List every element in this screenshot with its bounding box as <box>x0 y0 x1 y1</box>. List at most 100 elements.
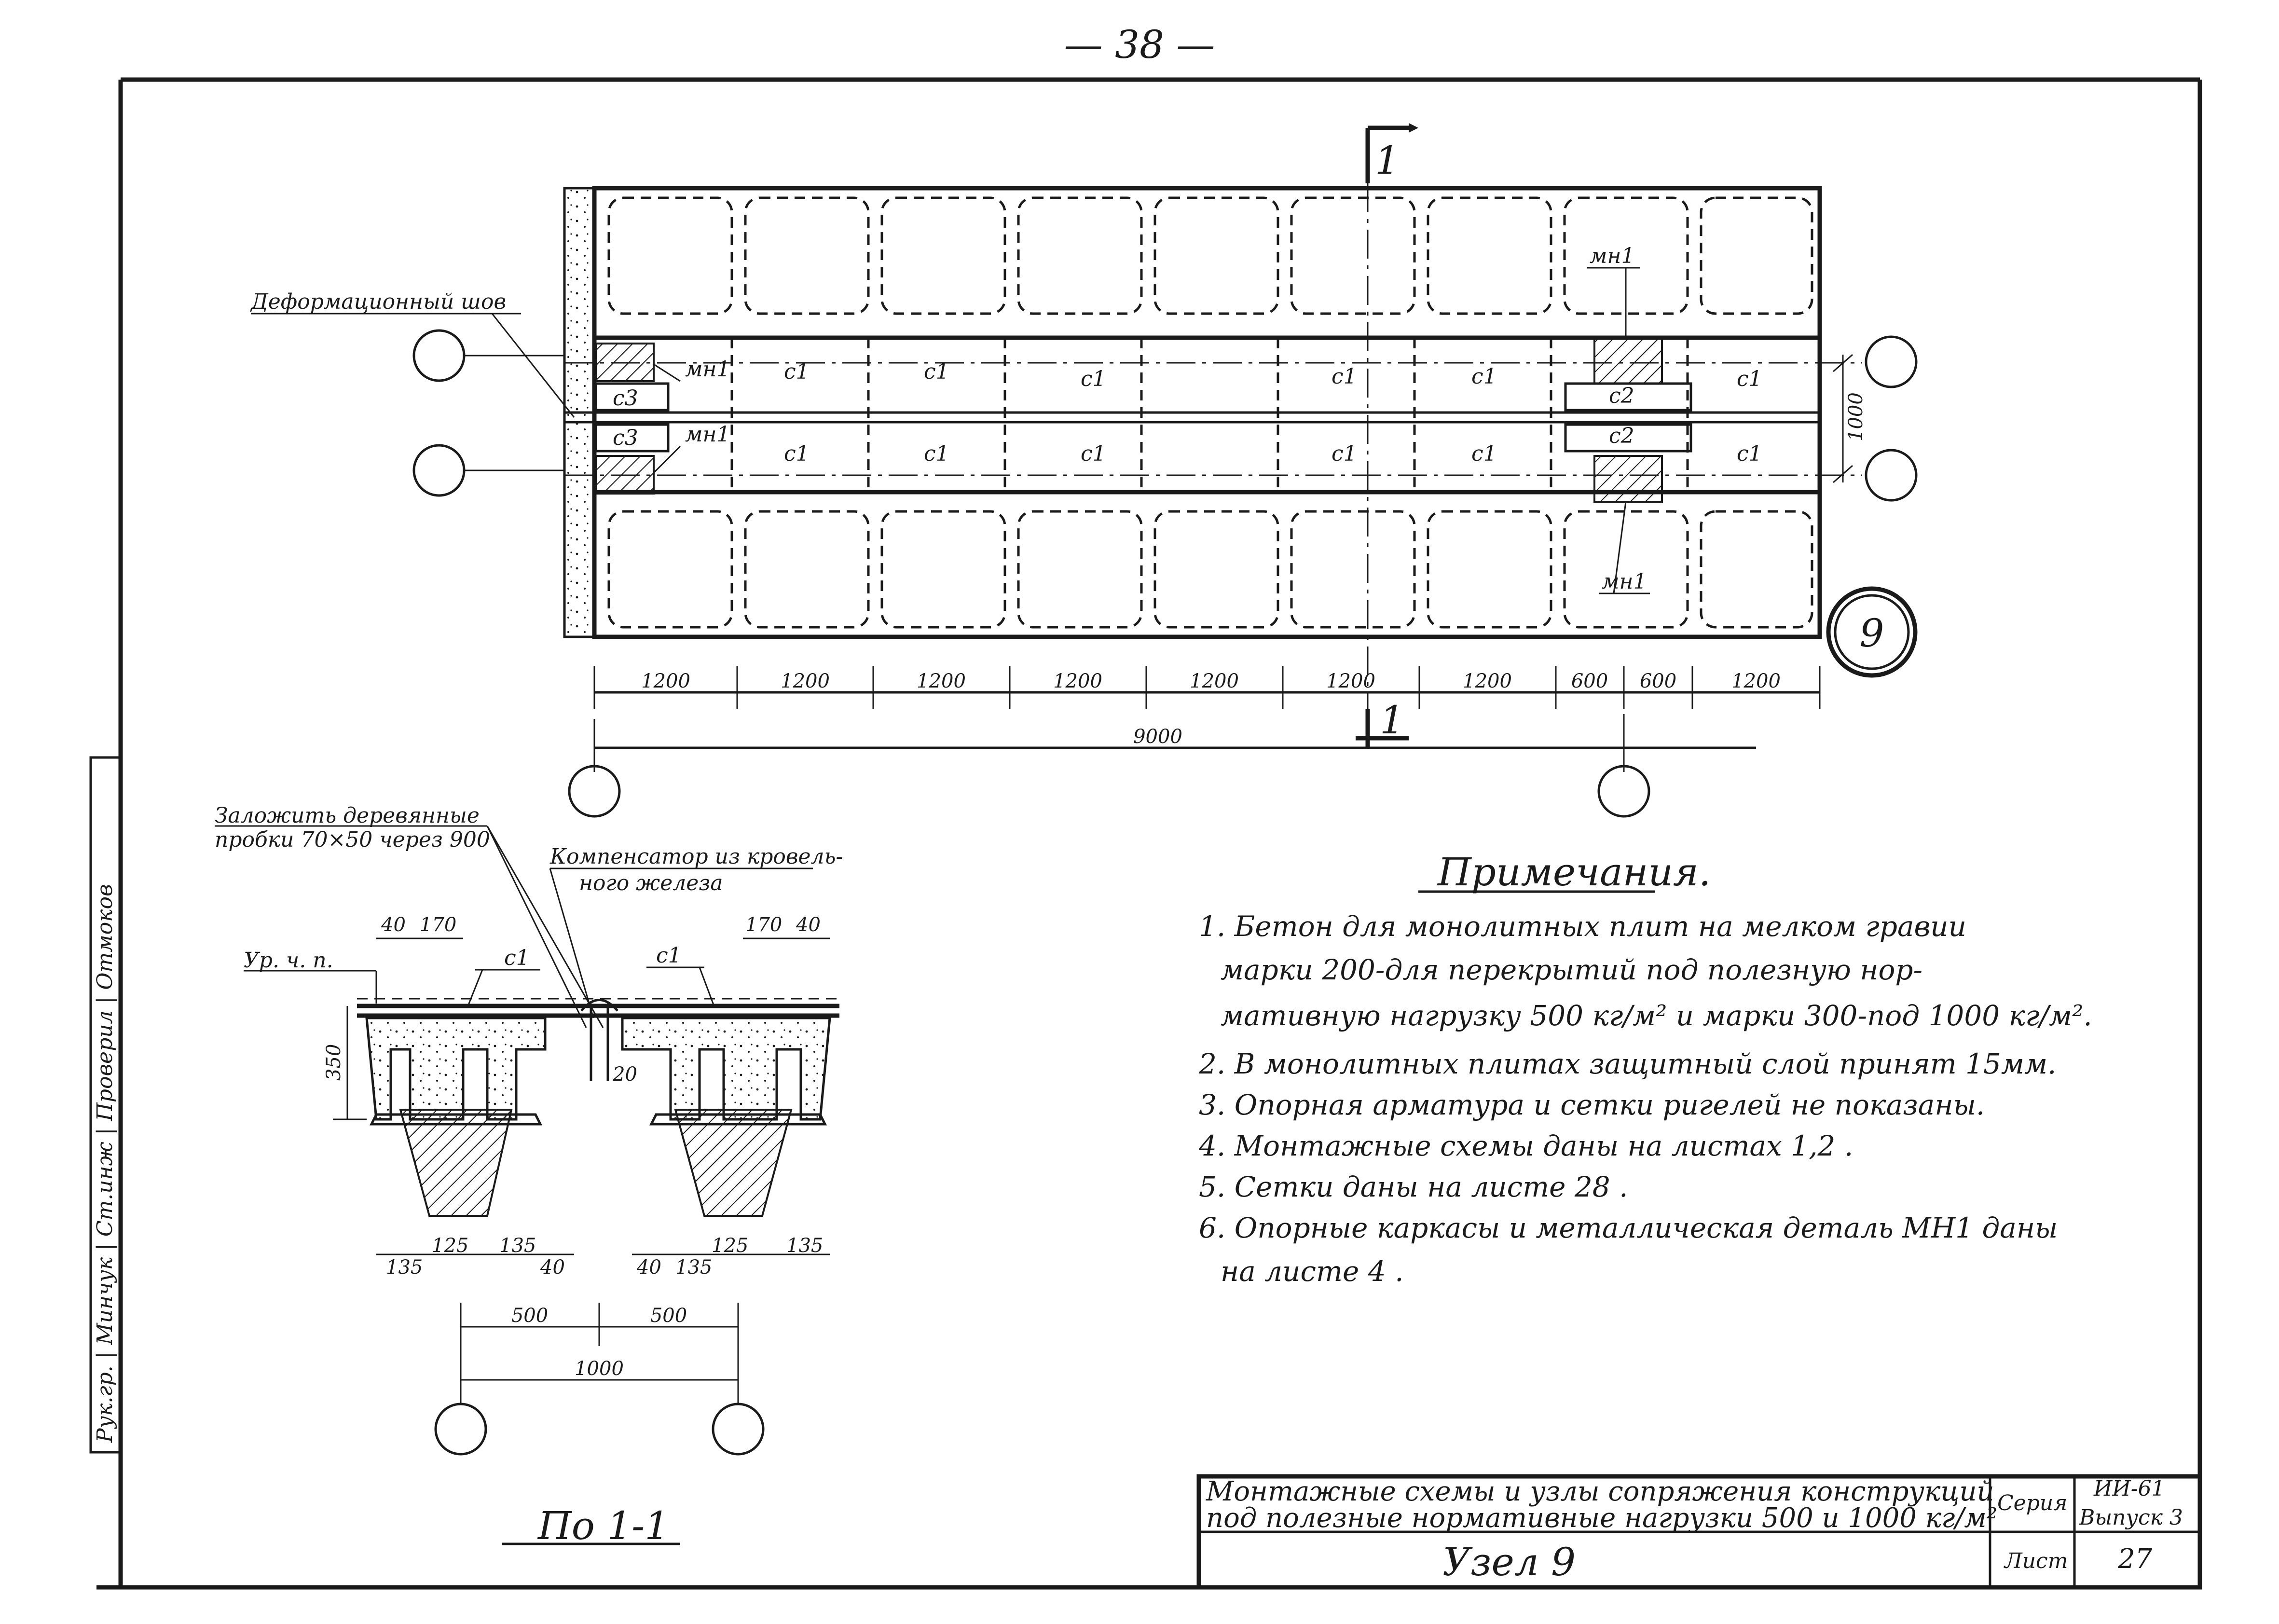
plan-dim-1000: 1000 <box>1845 392 1867 441</box>
dim-bottom-right: 135 <box>786 1235 823 1257</box>
sheet-number: 27 <box>2117 1543 2153 1575</box>
note-line: 1. Бетон для монолитных плит на мелком г… <box>1199 910 1966 943</box>
side-signature-stamp: Рук.гр. | Минчук | Ст.инж | Проверил | О… <box>89 756 122 1454</box>
span-dim: 600 <box>1571 670 1608 692</box>
upper-ribbed-panels <box>607 196 1813 315</box>
section-mark-bottom: 1 <box>1380 698 1404 743</box>
dim-bottom-right: 135 <box>675 1256 712 1279</box>
span-dim: 1200 <box>641 670 690 692</box>
sheet-title: Узел 9 <box>1442 1540 1576 1584</box>
plan-mn1-label: мн1 <box>1602 569 1647 594</box>
left-girder-web <box>399 1109 513 1217</box>
dim-bottom-left: 135 <box>499 1235 536 1257</box>
left-girder <box>365 1017 547 1121</box>
dim-bottom-left: 125 <box>432 1235 468 1257</box>
span-dim: 1200 <box>781 670 830 692</box>
dim-bottom-left: 135 <box>386 1256 423 1279</box>
title-description-line1: Монтажные схемы и узлы сопряжения констр… <box>1206 1476 1994 1507</box>
plan-view: с1 с1 с1 с1 с1 с1 с1 с1 с1 с1 с1 с1 с2 с… <box>250 123 1918 818</box>
title-description-line2: под полезные нормативные нагрузки 500 и … <box>1206 1502 1997 1534</box>
right-girder <box>621 1017 831 1121</box>
span-dim: 1200 <box>1053 670 1102 692</box>
node-number: 9 <box>1860 611 1884 656</box>
section-mark-top: 1 <box>1375 138 1400 183</box>
section-c1-label: с1 <box>504 946 530 970</box>
right-girder-web <box>674 1109 793 1217</box>
dim-40-top-right: 40 <box>796 914 821 936</box>
notes-block: Примечания. 1. Бетон для монолитных плит… <box>1198 850 2092 1288</box>
dim-bottom-left: 40 <box>540 1256 565 1279</box>
note-line: 4. Монтажные схемы даны на листах 1,2 . <box>1198 1129 1853 1162</box>
plan-c2-label: с2 <box>1609 384 1634 408</box>
plan-mn1-label: мн1 <box>685 422 730 447</box>
axis-bubble <box>412 329 466 382</box>
notes-heading: Примечания. <box>1437 850 1711 895</box>
band-joints <box>730 338 1689 492</box>
axis-bubble <box>568 765 621 818</box>
plan-c1-label: с1 <box>924 441 949 466</box>
side-stamp-text: Рук.гр. | Минчук | Ст.инж | Проверил | О… <box>93 884 117 1443</box>
axis-bubble <box>1597 765 1650 818</box>
dim-40-top-left: 40 <box>381 914 406 936</box>
deformation-joint-label: Деформационный шов <box>250 289 506 314</box>
plan-c1-label: с1 <box>1081 367 1106 391</box>
mn1-part-bottom-right <box>1593 455 1663 503</box>
note-line: 3. Опорная арматура и сетки ригелей не п… <box>1199 1088 1985 1121</box>
span-dim: 1200 <box>917 670 966 692</box>
note-line: 5. Сетки даны на листе 28 . <box>1199 1170 1628 1203</box>
axis-bubble <box>1865 449 1918 502</box>
mn1-part-bottom-left <box>595 455 655 495</box>
node-circle <box>1826 586 1918 678</box>
dim-1000: 1000 <box>575 1358 624 1380</box>
plan-mn1-label: мн1 <box>685 357 730 382</box>
dim-bottom-right: 40 <box>636 1256 661 1279</box>
plan-c1-label: с1 <box>1081 441 1106 466</box>
height-350: 350 <box>323 1044 345 1081</box>
span-dim: 1200 <box>1731 670 1781 692</box>
plan-c1-label: с1 <box>784 359 810 384</box>
dim-500-right: 500 <box>650 1305 687 1327</box>
compensator-line1: Компенсатор из кровель- <box>549 844 843 869</box>
plan-c1-label: с1 <box>1471 441 1497 466</box>
note-line: мативную нагрузку 500 кг/м² и марки 300-… <box>1221 999 2092 1032</box>
plan-c1-label: с1 <box>1737 367 1762 391</box>
plan-c2-label: с2 <box>1609 424 1634 448</box>
plan-c3-label: с3 <box>613 386 638 411</box>
dim-170-top-left: 170 <box>420 914 456 936</box>
note-line: марки 200-для перекрытий под полезную но… <box>1221 953 1922 986</box>
note-line: 6. Опорные каркасы и металлическая детал… <box>1199 1211 2058 1244</box>
span-dim: 600 <box>1640 670 1676 692</box>
series-label: Серия <box>1997 1491 2067 1515</box>
section-c1-label: с1 <box>656 943 682 968</box>
plan-c1-label: с1 <box>784 441 810 466</box>
dim-500-left: 500 <box>511 1305 548 1327</box>
plan-c1-label: с1 <box>1332 364 1357 389</box>
total-span-dim: 9000 <box>1133 726 1182 748</box>
mn1-part-top-left <box>595 343 655 382</box>
note-line: на листе 4 . <box>1221 1255 1404 1288</box>
issue-label: Выпуск 3 <box>2079 1505 2183 1530</box>
plug-note-line1: Заложить деревянные <box>215 803 480 828</box>
axis-bubble <box>434 1403 487 1456</box>
plan-dimension-chain: 1200 1200 1200 1200 1200 1200 1200 600 6… <box>593 666 1821 772</box>
dim-170-top-right: 170 <box>745 914 782 936</box>
title-block: Монтажные схемы и узлы сопряжения констр… <box>1196 1474 2202 1590</box>
plan-c1-label: с1 <box>924 359 949 384</box>
lower-ribbed-panels <box>607 510 1813 629</box>
section-title: По 1-1 <box>537 1503 669 1548</box>
compensator-line2: ного железа <box>579 871 723 895</box>
plug-note-line2: пробки 70×50 через 900 <box>215 827 490 852</box>
plan-c3-label: с3 <box>613 426 638 450</box>
level-mark: Ур. ч. п. <box>244 948 333 973</box>
plan-c1-label: с1 <box>1332 441 1357 466</box>
span-dim: 1200 <box>1463 670 1512 692</box>
series-value: ИИ-61 <box>2093 1476 2165 1501</box>
plan-mn1-label: мн1 <box>1590 244 1634 268</box>
span-dim: 1200 <box>1190 670 1239 692</box>
dim-bottom-right: 125 <box>712 1235 748 1257</box>
section-1-1: Заложить деревянные пробки 70×50 через 9… <box>215 803 843 1548</box>
plan-c1-label: с1 <box>1737 441 1762 466</box>
span-dim: 1200 <box>1326 670 1375 692</box>
axis-bubble <box>1865 335 1918 388</box>
